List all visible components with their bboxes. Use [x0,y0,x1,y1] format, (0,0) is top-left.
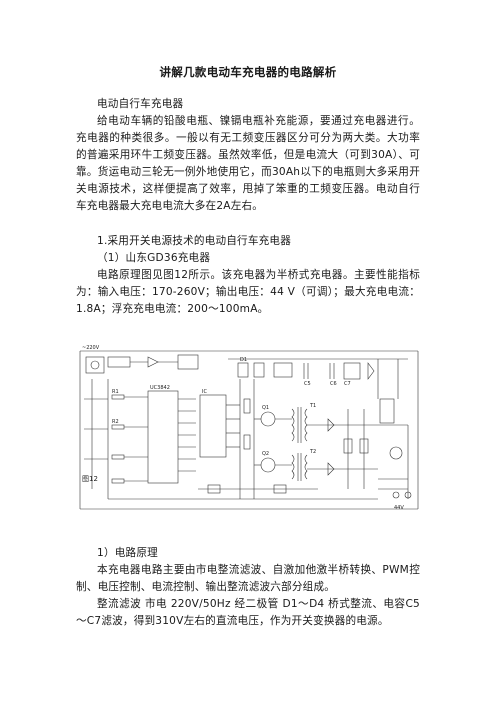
d1-label: D1 [240,357,247,363]
r2-label: R2 [112,419,119,425]
principle-paragraph: 本充电器电路主要由市电整流滤波、自激加他激半桥转换、PWM控制、电压控制、电流控… [76,564,420,593]
circuit-description-paragraph: 电路原理图见图12所示。该充电器为半桥式充电器。主要性能指标为：输入电压：170… [76,269,420,315]
t1-label: T1 [309,403,316,409]
charger-model-heading: （1）山东GD36充电器 [97,252,211,264]
ac-label: ~220V [82,345,100,351]
document-title: 讲解几款电动车充电器的电路解析 [159,65,337,79]
q2-label: Q2 [262,451,269,457]
chip-label: UC3842 [150,385,170,391]
subsection-heading: 1.采用开关电源技术的电动自行车充电器 [97,235,291,247]
circuit-schematic-svg: 图12 UC3842 ~220V 44V R1 R2 C5 C6 C7 D1 T… [79,345,419,511]
figure-number: 图12 [82,475,98,483]
c7-label: C7 [344,381,351,387]
q1-label: Q1 [262,405,269,411]
t2-label: T2 [309,449,316,455]
c6-label: C6 [330,381,337,387]
output-voltage-label: 44V [394,505,404,511]
section-heading: 电动自行车充电器 [97,98,184,110]
ic-label: IC [202,389,207,395]
circuit-schematic-figure: 图12 UC3842 ~220V 44V R1 R2 C5 C6 C7 D1 T… [78,339,420,515]
r1-label: R1 [112,389,119,395]
intro-paragraph: 给电动车辆的铅酸电瓶、镍镉电瓶补充能源，要通过充电器进行。充电器的种类很多。一般… [76,115,420,212]
rectifier-paragraph: 整流滤波 市电 220V/50Hz 经二极管 D1～D4 桥式整流、电容C5～C… [76,598,420,627]
principle-heading: 1）电路原理 [97,547,158,559]
c5-label: C5 [304,381,311,387]
